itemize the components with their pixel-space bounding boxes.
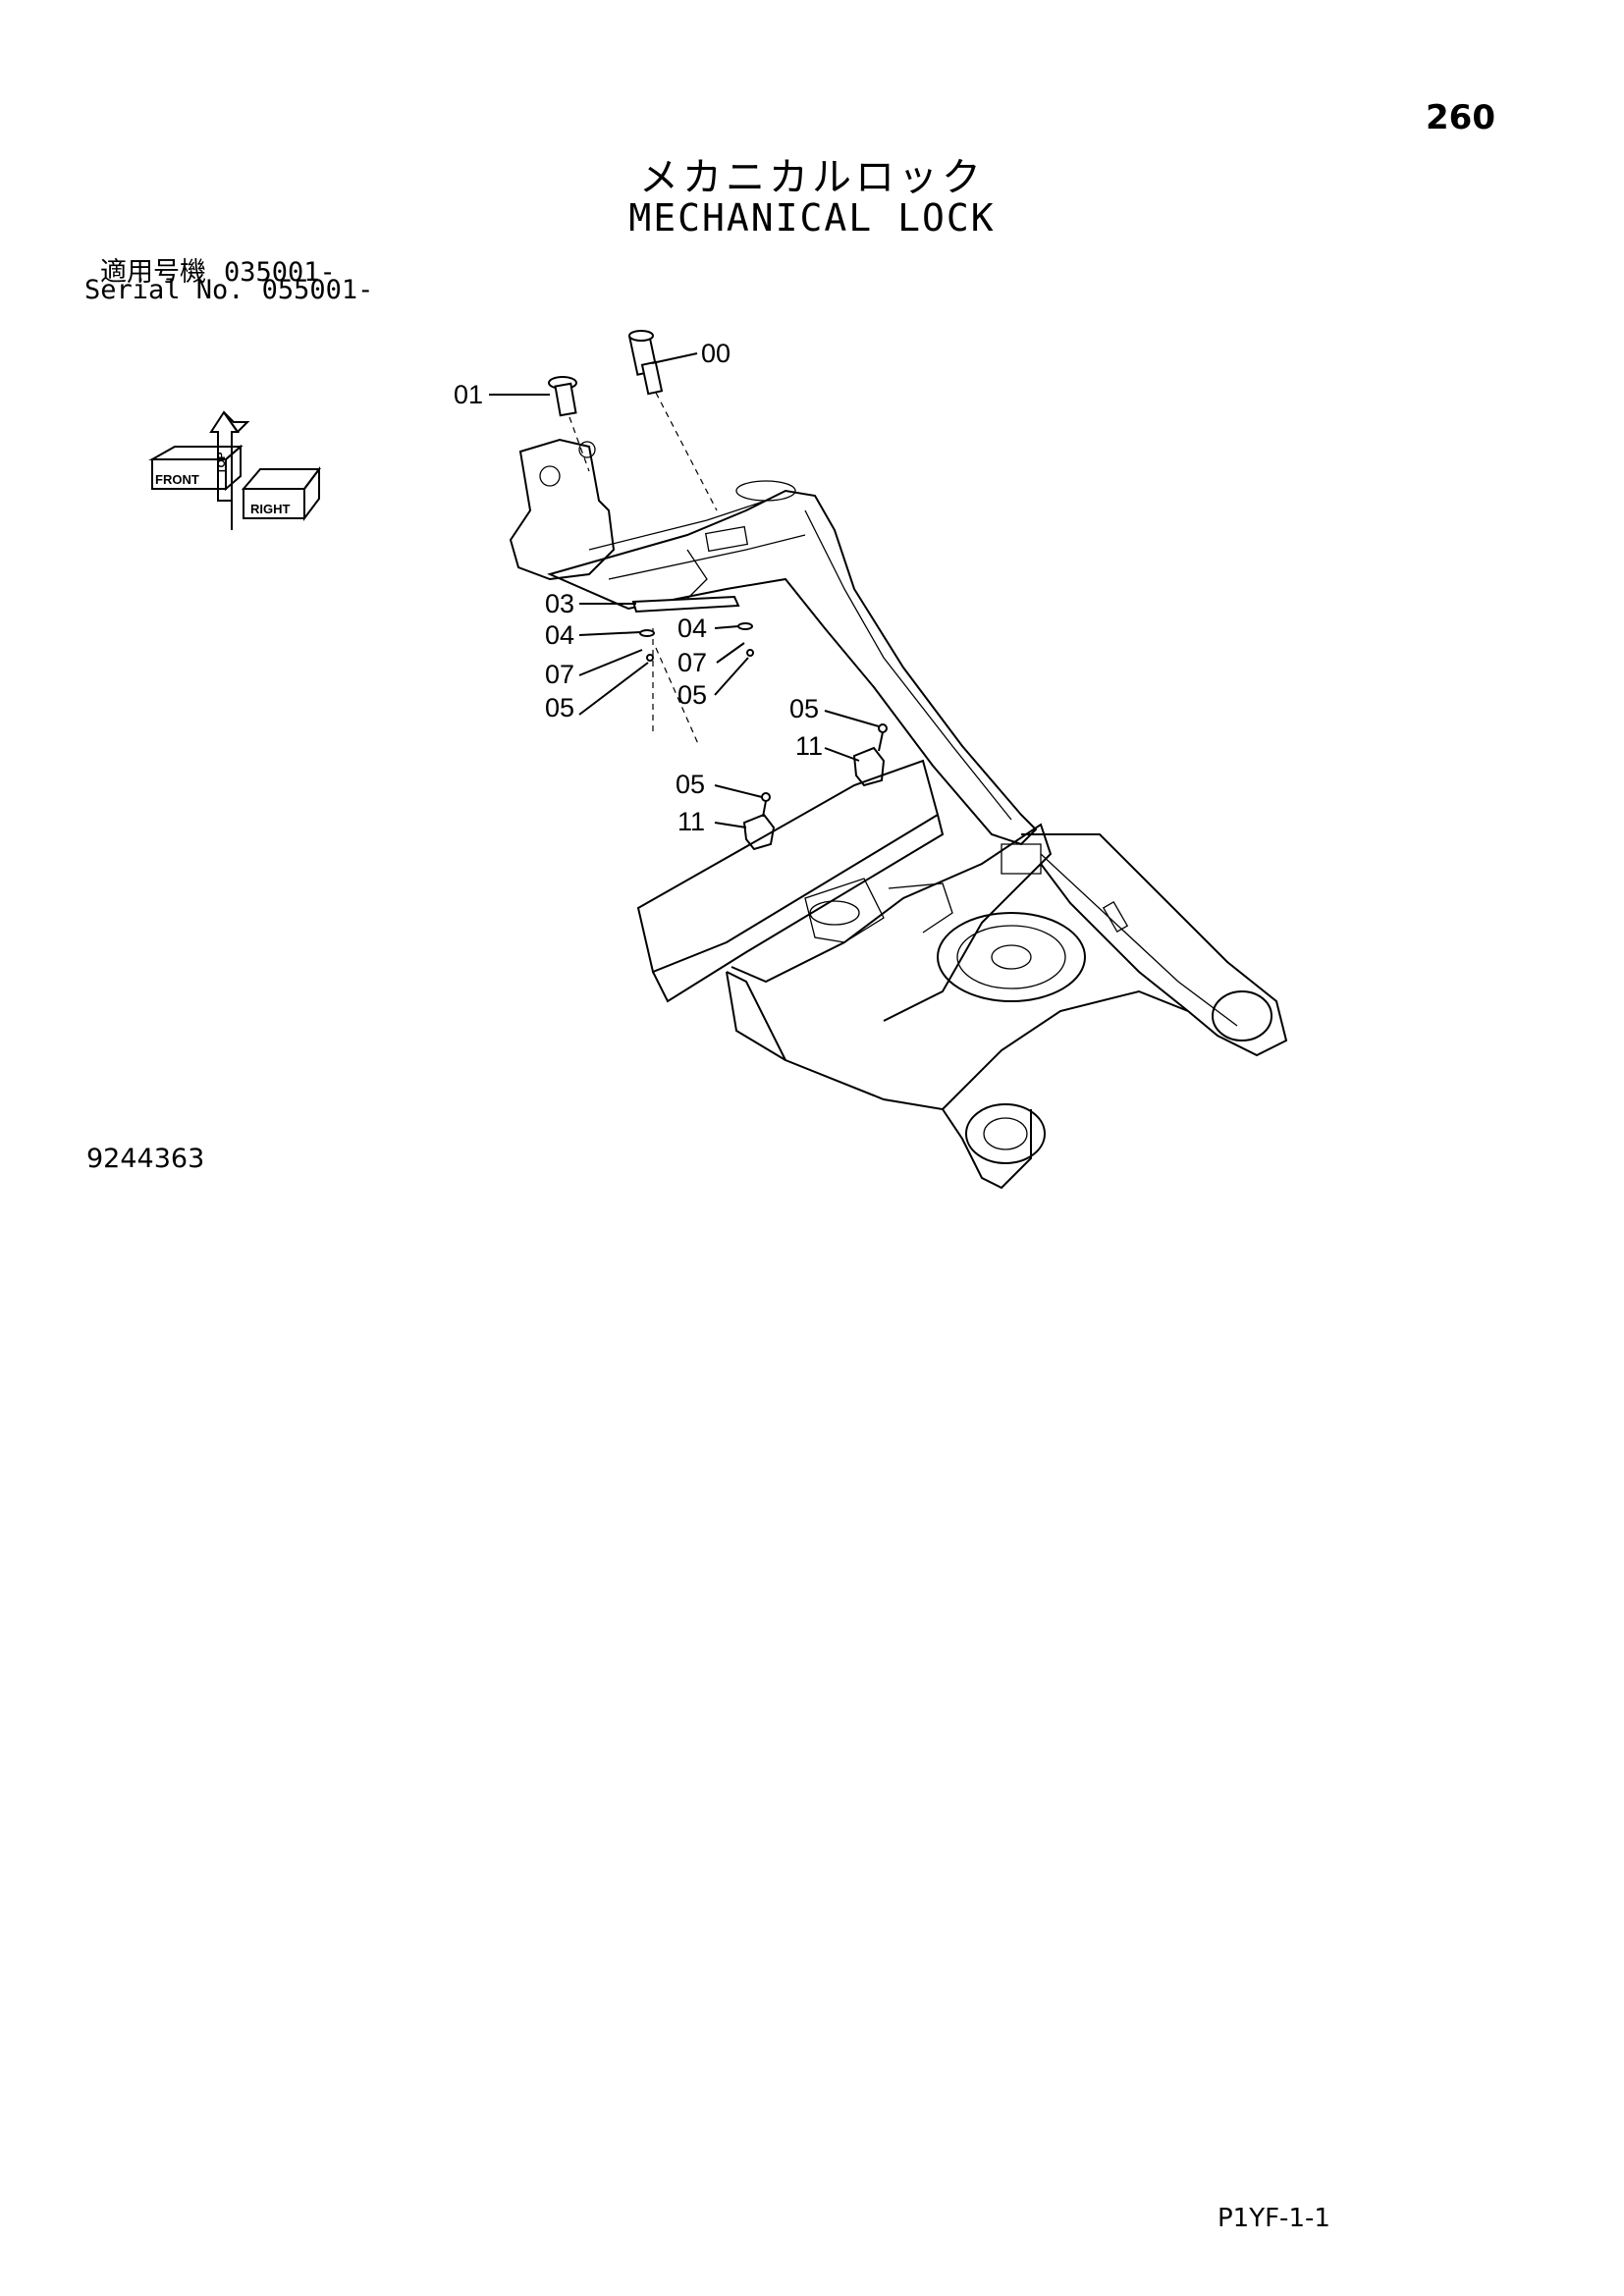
pin-part (627, 330, 664, 396)
drawing-number: 9244363 (86, 1144, 205, 1174)
bracket-part (852, 723, 888, 787)
callout-01: 01 (454, 380, 484, 409)
bolt-part (548, 376, 577, 417)
orientation-cube-icon: FRONT RIGHT TOP (148, 410, 321, 530)
boom-assembly (509, 438, 1038, 846)
orientation-right-label: RIGHT (250, 502, 291, 516)
callout-07-left: 07 (545, 660, 575, 689)
page-title-english: MECHANICAL LOCK (628, 196, 996, 240)
callout-11-upper-bracket: 11 (795, 731, 824, 761)
callout-04-right: 04 (677, 614, 708, 643)
page-number: 260 (1426, 98, 1495, 137)
callout-11-lower-bracket: 11 (677, 807, 706, 836)
applicable-value-jp: 035001- (224, 257, 336, 288)
undercarriage-frame (636, 759, 1288, 1190)
callout-05-right: 05 (677, 680, 708, 710)
callout-05-lower-bracket: 05 (676, 770, 706, 799)
serial-value: 055001- (261, 275, 374, 305)
orientation-top-label: TOP (216, 453, 228, 474)
page-code: P1YF-1-1 (1218, 2204, 1330, 2233)
bracket-part-2 (742, 792, 776, 851)
applicable-serial-en: Serial No. 055001- (84, 275, 373, 305)
link-plate-part (631, 595, 740, 614)
applicable-serial-jp: 適用号機 035001- (100, 250, 336, 289)
page-title-japanese: メカニカルロック (639, 155, 985, 200)
applicable-label-jp: 適用号機 (100, 257, 206, 288)
callout-00: 00 (701, 339, 731, 368)
callout-04-left: 04 (545, 620, 575, 650)
callout-05-left: 05 (545, 693, 575, 722)
callout-03: 03 (545, 589, 575, 618)
callout-05-upper-bracket: 05 (789, 694, 820, 723)
orientation-front-label: FRONT (155, 472, 199, 487)
callout-07-right: 07 (677, 648, 708, 677)
serial-label: Serial No. (84, 275, 244, 305)
